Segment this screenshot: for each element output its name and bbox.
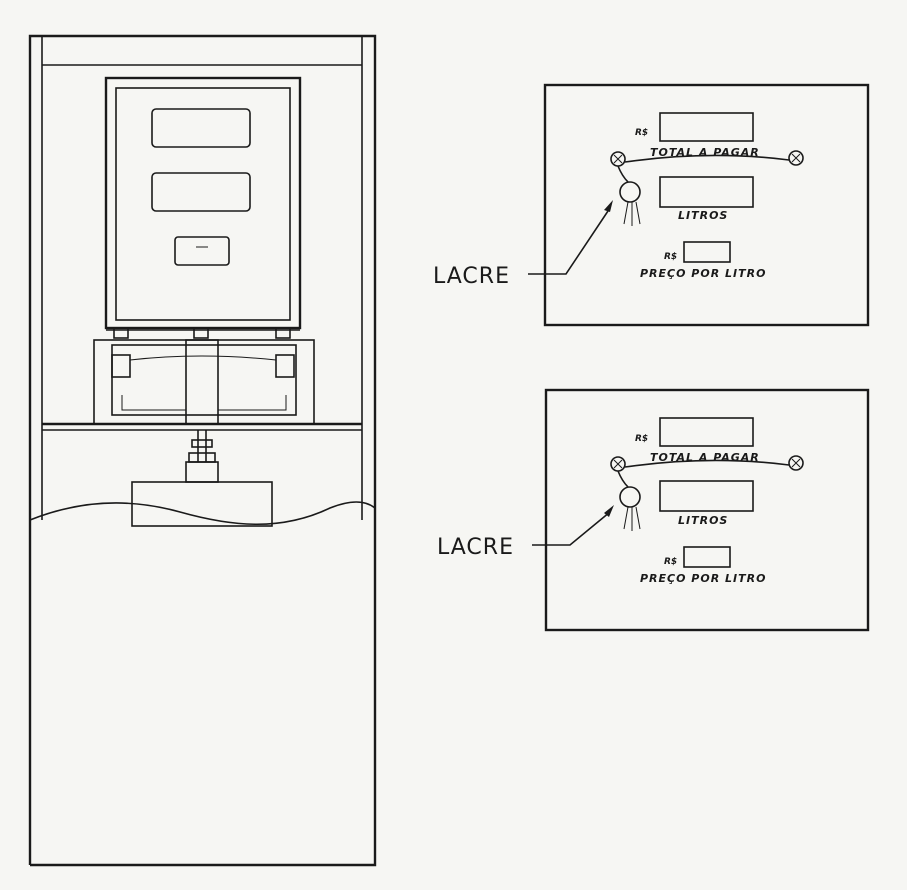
head-inner-panel	[115, 87, 291, 321]
panel-2-seal-wire-drop	[617, 470, 629, 488]
mechanism-bracket-right	[275, 354, 295, 378]
panel-2-seal-screw-right	[788, 455, 804, 471]
coupling-upper	[191, 439, 213, 448]
head-foot-left	[113, 327, 129, 339]
panel-1-seal-wire	[624, 154, 790, 163]
panel-2-screw-mark-right	[791, 458, 801, 468]
panel-2-liters-label: LITROS	[678, 514, 728, 527]
panel-2-screw-mark-left	[613, 459, 623, 469]
head-window-total	[151, 108, 251, 148]
panel-1-seal-wire-drop	[617, 165, 629, 183]
panel-1-liters-label: LITROS	[678, 209, 728, 222]
callout-2: LACRE	[437, 505, 614, 560]
panel-1-seal-screw-right	[788, 150, 804, 166]
pump-unit-block	[131, 481, 273, 527]
head-enclosure	[104, 76, 302, 330]
display-panel-2: R$ TOTAL A PAGAR LITROS R$ PREÇO POR LIT…	[544, 388, 870, 632]
mechanism-shaft-housing	[185, 339, 219, 425]
panel-2-seal-tails	[623, 506, 641, 531]
display-panel-1: R$ TOTAL A PAGAR LITROS R$ PREÇO POR LIT…	[543, 83, 870, 327]
panel-1-price-window	[683, 241, 731, 263]
callout-1-leader	[528, 207, 611, 275]
panel-1-seal-tails	[623, 201, 641, 226]
callout-2-label: LACRE	[437, 535, 514, 560]
cabinet-outline	[28, 34, 377, 867]
panel-1-lead-seal	[619, 181, 641, 203]
mechanism-line-right	[218, 395, 287, 411]
callout-2-leader	[532, 511, 611, 546]
callout-1: LACRE	[433, 200, 613, 289]
mechanism-line-left	[121, 395, 186, 411]
panel-2-seal-wire	[624, 459, 790, 468]
panel-2-total-currency: R$	[635, 434, 648, 444]
panel-1-screw-mark-right	[791, 153, 801, 163]
head-window-liters	[151, 172, 251, 212]
mechanism-block	[93, 339, 315, 425]
panel-1-liters-window	[659, 176, 754, 208]
panel-1-price-currency: R$	[664, 252, 677, 262]
panel-1-screw-mark-left	[613, 154, 623, 164]
mechanism-curve-upper	[129, 355, 277, 361]
panel-2-lead-seal	[619, 486, 641, 508]
panel-2-total-window	[659, 417, 754, 447]
panel-1-total-currency: R$	[635, 128, 648, 138]
head-foot-center	[193, 327, 209, 339]
mechanism-frame	[111, 344, 297, 416]
panel-1-total-window	[659, 112, 754, 142]
callout-1-arrowhead	[604, 200, 613, 212]
callout-1-label: LACRE	[433, 264, 510, 289]
panel-2-border	[544, 388, 870, 632]
mechanism-bracket-left	[111, 354, 131, 378]
coupling-base	[185, 461, 219, 483]
panel-1-price-label: PREÇO POR LITRO	[640, 267, 766, 280]
panel-2-liters-window	[659, 480, 754, 512]
pump-cabinet	[28, 34, 377, 867]
head-window-price	[174, 236, 230, 266]
break-line	[29, 501, 376, 526]
panel-2-price-currency: R$	[664, 557, 677, 567]
callout-2-arrowhead	[604, 505, 614, 517]
panel-2-price-window	[683, 546, 731, 568]
panel-1-border	[543, 83, 870, 327]
panel-2-price-label: PREÇO POR LITRO	[640, 572, 766, 585]
head-foot-right	[275, 327, 291, 339]
coupling-lower	[188, 452, 216, 463]
